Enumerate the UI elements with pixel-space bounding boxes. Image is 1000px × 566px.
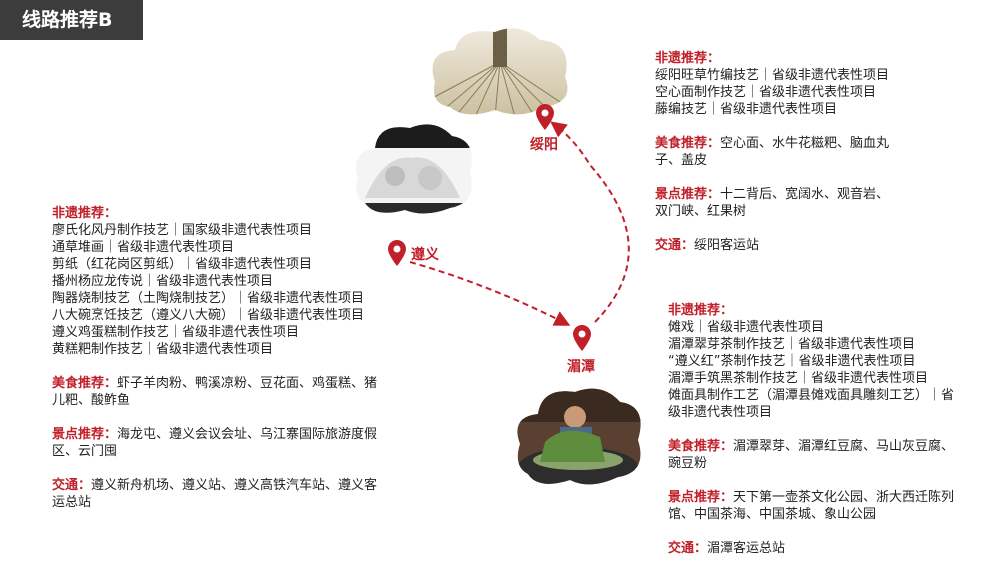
meitan-location-pin-icon bbox=[573, 325, 591, 351]
traffic-text: 湄潭客运总站 bbox=[707, 541, 786, 556]
traffic-label: 交通： bbox=[668, 541, 708, 556]
sights-text: 双门峡、红果树 bbox=[655, 204, 747, 219]
suiyang-info: 非遗推荐： 绥阳旺草竹编技艺｜省级非遗代表性项目 空心面制作技艺｜省级非遗代表性… bbox=[655, 50, 889, 254]
heritage-item: 湄潭翠芽茶制作技艺｜省级非遗代表性项目 bbox=[668, 337, 916, 352]
heritage-label: 非遗推荐： bbox=[52, 206, 118, 221]
heritage-item: 通草堆画｜省级非遗代表性项目 bbox=[52, 240, 235, 255]
sights-label: 景点推荐： bbox=[668, 490, 734, 505]
food-text: 子、盖皮 bbox=[655, 153, 708, 168]
suiyang-photo bbox=[432, 28, 568, 115]
food-text: 儿粑、酸鲊鱼 bbox=[52, 393, 131, 408]
heritage-item: 廖氏化风丹制作技艺｜国家级非遗代表性项目 bbox=[52, 223, 313, 238]
heritage-item: 遵义鸡蛋糕制作技艺｜省级非遗代表性项目 bbox=[52, 325, 300, 340]
sights-text: 天下第一壶茶文化公园、浙大西迁陈列 bbox=[733, 490, 955, 505]
route-meitan-suiyang bbox=[550, 121, 630, 323]
sights-text: 海龙屯、遵义会议会址、乌江寨国际旅游度假 bbox=[117, 427, 378, 442]
heritage-item: 傩面具制作工艺（湄潭县傩戏面具雕刻工艺）｜省 bbox=[668, 388, 955, 403]
suiyang-label: 绥阳 bbox=[530, 137, 558, 153]
heritage-item: 级非遗代表性项目 bbox=[668, 405, 773, 420]
traffic-label: 交通： bbox=[655, 238, 695, 253]
page-title: 线路推荐B bbox=[0, 0, 143, 40]
heritage-item: 藤编技艺｜省级非遗代表性项目 bbox=[655, 102, 838, 117]
heritage-item: 剪纸（红花岗区剪纸）｜省级非遗代表性项目 bbox=[52, 257, 313, 272]
food-text: 豌豆粉 bbox=[668, 456, 708, 471]
heritage-item: 绥阳旺草竹编技艺｜省级非遗代表性项目 bbox=[655, 68, 890, 83]
heritage-item: 播州杨应龙传说｜省级非遗代表性项目 bbox=[52, 274, 274, 289]
zunyi-label: 遵义 bbox=[411, 247, 439, 263]
meitan-info: 非遗推荐： 傩戏｜省级非遗代表性项目 湄潭翠芽茶制作技艺｜省级非遗代表性项目 “… bbox=[668, 302, 954, 557]
traffic-text: 绥阳客运站 bbox=[694, 238, 760, 253]
food-text: 空心面、水牛花糍粑、脑血丸 bbox=[720, 136, 890, 151]
zunyi-location-pin-icon bbox=[388, 240, 406, 266]
food-label: 美食推荐： bbox=[668, 439, 734, 454]
heritage-item: 空心面制作技艺｜省级非遗代表性项目 bbox=[655, 85, 877, 100]
sights-label: 景点推荐： bbox=[655, 187, 721, 202]
heritage-item: 傩戏｜省级非遗代表性项目 bbox=[668, 320, 825, 335]
traffic-text: 遵义新舟机场、遵义站、遵义高铁汽车站、遵义客 bbox=[91, 478, 378, 493]
food-label: 美食推荐： bbox=[52, 376, 118, 391]
sights-text: 十二背后、宽阔水、观音岩、 bbox=[720, 187, 890, 202]
route-zunyi-meitan bbox=[409, 261, 571, 326]
food-text: 虾子羊肉粉、鸭溪凉粉、豆花面、鸡蛋糕、猪 bbox=[117, 376, 378, 391]
heritage-label: 非遗推荐： bbox=[655, 51, 721, 66]
suiyang-location-pin-icon bbox=[536, 104, 554, 130]
sights-text: 区、云门囤 bbox=[52, 444, 118, 459]
heritage-item: 湄潭手筑黑茶制作技艺｜省级非遗代表性项目 bbox=[668, 371, 929, 386]
heritage-item: “遵义红”茶制作技艺｜省级非遗代表性项目 bbox=[668, 354, 916, 369]
sights-text: 馆、中国茶海、中国茶城、象山公园 bbox=[668, 507, 877, 522]
food-label: 美食推荐： bbox=[655, 136, 721, 151]
food-text: 湄潭翠芽、湄潭红豆腐、马山灰豆腐、 bbox=[733, 439, 955, 454]
traffic-text: 运总站 bbox=[52, 495, 92, 510]
heritage-item: 陶器烧制技艺（土陶烧制技艺）｜省级非遗代表性项目 bbox=[52, 291, 365, 306]
heritage-item: 八大碗烹饪技艺（遵义八大碗）｜省级非遗代表性项目 bbox=[52, 308, 365, 323]
heritage-label: 非遗推荐： bbox=[668, 303, 734, 318]
meitan-label: 湄潭 bbox=[567, 359, 595, 375]
heritage-item: 黄糕粑制作技艺｜省级非遗代表性项目 bbox=[52, 342, 274, 357]
zunyi-info: 非遗推荐： 廖氏化风丹制作技艺｜国家级非遗代表性项目 通草堆画｜省级非遗代表性项… bbox=[52, 205, 377, 511]
zunyi-photo bbox=[356, 124, 472, 214]
meitan-photo bbox=[517, 388, 641, 485]
traffic-label: 交通： bbox=[52, 478, 92, 493]
sights-label: 景点推荐： bbox=[52, 427, 118, 442]
